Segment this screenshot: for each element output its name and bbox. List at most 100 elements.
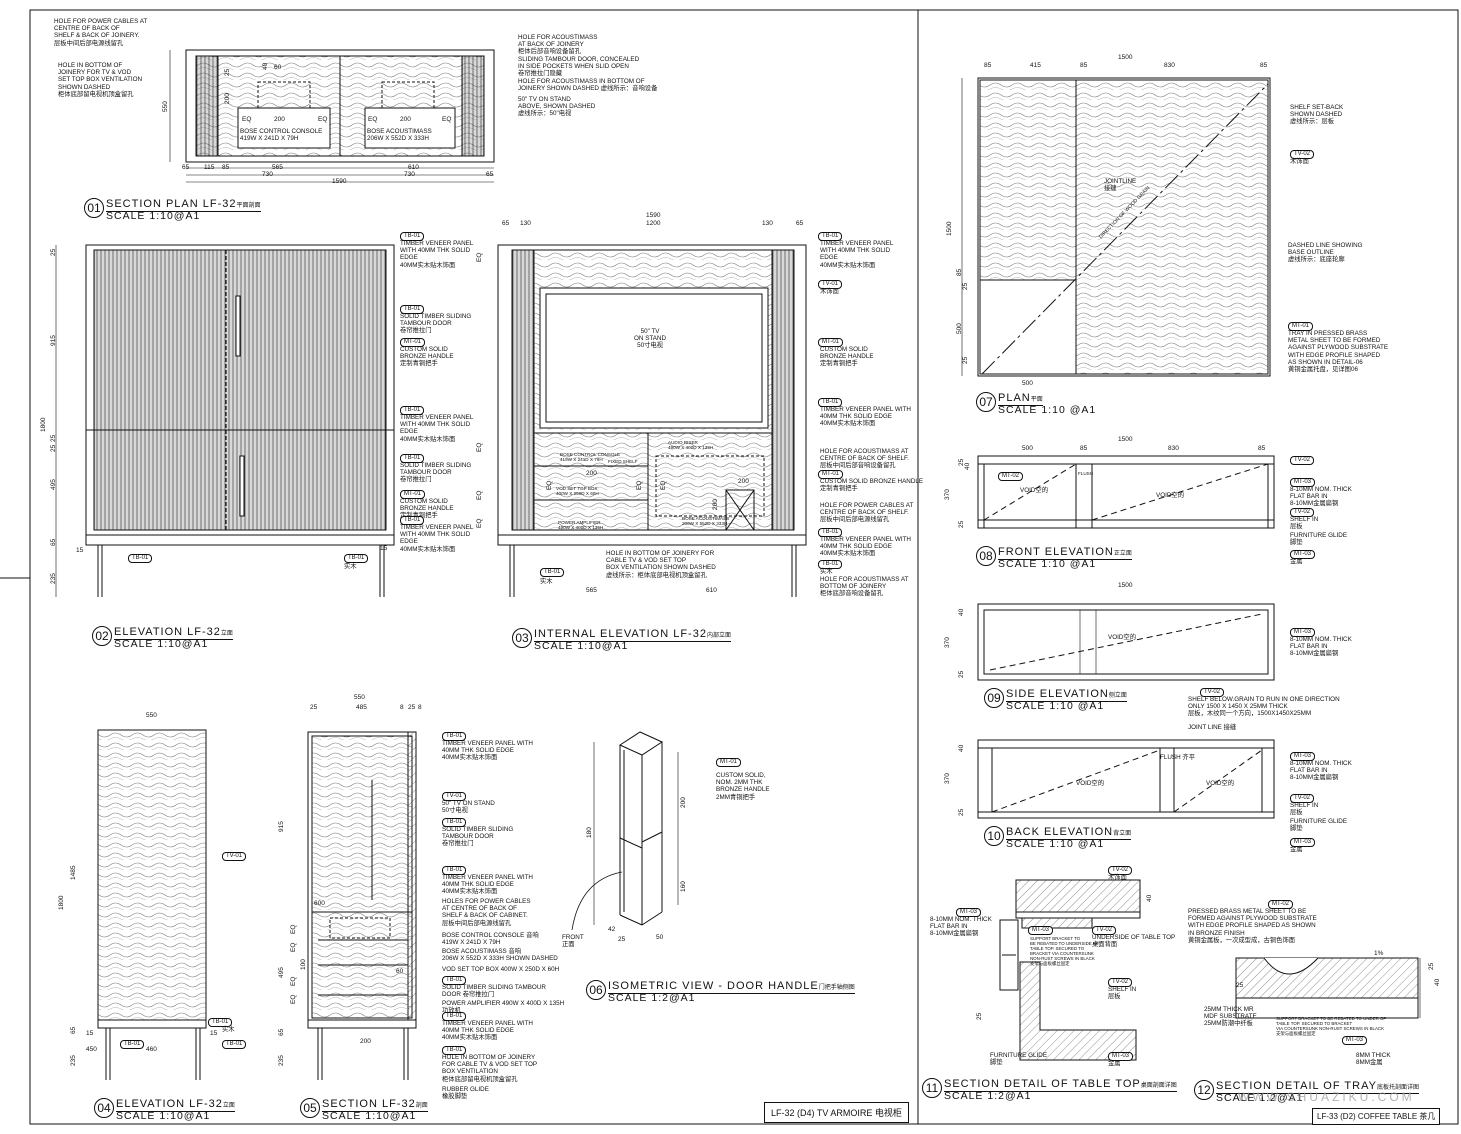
note: UNDERSIDE OF TABLE TOP 桌面背面 [1092,934,1176,949]
dimension: 415 [1030,62,1041,69]
material-tag: MT-01 [716,758,742,767]
dimension: 1500 [1118,582,1133,589]
dimension: 1485 [70,865,77,880]
note: TIMBER VENEER PANEL WITH 40MM THK SOLID … [442,874,533,896]
dimension: 15 [210,1030,218,1037]
material-tag: MT-01 [1288,322,1314,331]
material-tag: TV-02 [1290,456,1315,465]
view-number: 01 [84,198,104,218]
dimension: 65 [796,220,804,227]
note: HOLE IN BOTTOM OF JOINERY FOR TV & VOD S… [58,62,143,98]
dimension: EQ [660,480,667,490]
dimension: 235 [50,573,57,584]
tv-label: 50" TV ON STAND 50寸电视 [634,328,667,350]
dimension: 200 [400,116,411,123]
dimension: 25 [408,704,416,711]
dimension: EQ [546,480,553,490]
note: 金属 [1290,846,1303,853]
dimension: 130 [762,220,773,227]
view-name-cn: 立面 [220,631,233,637]
note: JOINT LINE 接缝 [1188,724,1237,731]
dimension: EQ [476,518,483,528]
view-number: 09 [984,688,1004,708]
dimension: 25 [618,936,626,943]
material-tag: TB-01 [442,818,467,827]
view-number: 12 [1194,1080,1214,1100]
dimension: 115 [204,164,215,171]
view-04-linework [97,729,207,1080]
dimension: 610 [408,164,419,171]
view-number: 03 [512,628,532,648]
dimension: EQ [290,976,297,986]
dimension: 25 [958,670,965,678]
equipment-label: VOD SET TOP BOX 400W x 250D x 60H [556,486,599,497]
dimension: 65 [486,171,494,178]
material-tag: TB-01 [818,232,843,241]
note: 实木 [820,568,833,575]
note: SHELF BELOW.GRAIN TO RUN IN ONE DIRECTIO… [1188,696,1340,718]
material-tag: TV-02 [1200,688,1225,697]
dimension: 85 [222,164,230,171]
material-tag: TB-01 [442,1012,467,1021]
material-tag: TB-01 [818,560,843,569]
dimension: 200 [712,499,719,510]
note: FURNITURE GLIDE 脚垫 [1290,818,1348,833]
view-name: PLAN [998,392,1031,404]
dimension: 42 [608,926,616,933]
equipment-label: POWER AMPLIFIER 490W x 400D x 135H [558,520,604,531]
note: CUSTOM SOLID BRONZE HANDLE 定制青铜把手 [820,478,924,493]
material-tag: TB-01 [818,398,843,407]
dimension: 370 [944,637,951,648]
material-tag: TB-01 [818,528,843,537]
dimension: EQ [318,116,328,123]
view-name-cn: 平面 [1030,397,1043,403]
view-name-cn: 底板托剖面详图 [1376,1085,1419,1091]
note: SOLID TIMBER SLIDING TAMBOUR DOOR 卷帘推拉门 [442,984,546,999]
material-tag: TB-01 [400,516,425,525]
dimension: EQ [290,942,297,952]
dimension: 25 [976,1012,983,1020]
material-tag: MT-03 [1342,1036,1368,1045]
view-name: BACK ELEVATION [1006,826,1114,838]
note: SHELF IN 层板 [1290,802,1319,817]
view-01-linework [169,49,495,183]
view-name-cn: 内部立面 [706,633,731,639]
dimension: 40 [958,744,965,752]
material-tag: MT-01 [818,470,844,479]
view-name: INTERNAL ELEVATION LF-32 [534,628,707,640]
note: TIMBER VENEER PANEL WITH 40MM THK SOLID … [820,536,911,558]
view-name-cn: 桌面剖面详图 [1140,1083,1177,1089]
dimension: 600 [314,900,325,907]
view-number: 05 [300,1098,320,1118]
dimension: EQ [476,490,483,500]
material-tag: MT-03 [1108,1052,1134,1061]
dimension: 40 [964,462,971,470]
material-tag: TV-02 [1290,150,1315,159]
note: SHELF SET-BACK SHOWN DASHED 虚线所示：层板 [1290,104,1344,126]
material-tag: MT-01 [818,338,844,347]
dimension: 180 [586,827,593,838]
view-scale: SCALE 1:10@A1 [116,1110,211,1122]
view-name: ELEVATION LF-32 [116,1098,223,1110]
note: 木饰面 [1290,158,1309,165]
flush-label: FLUSH 齐平 [1160,754,1195,761]
dimension: 50 [656,934,664,941]
view-name: SIDE ELEVATION [1006,688,1109,700]
material-tag: TB-01 [400,454,425,463]
view-scale: SCALE 1:10 @A1 [1006,838,1105,850]
note: SOLID TIMBER SLIDING TAMBOUR DOOR 卷帘推拉门 [442,826,514,848]
dimension: 1590 [332,178,347,185]
view-name: FRONT ELEVATION [998,546,1114,558]
view-name-cn: 平面剖面 [236,203,261,209]
view-number: 04 [94,1098,114,1118]
view-07-linework [961,77,1271,377]
equipment-label: BOSE CONTROL CONSOLE 419W x 241D x 79H [240,128,323,143]
view-number: 08 [976,546,996,566]
dimension: 40 [1146,894,1153,902]
material-tag: TB-01 [128,554,153,563]
material-tag: MT-03 [1290,752,1316,761]
note: HOLE IN BOTTOM OF JOINERY FOR CABLE TV &… [606,550,716,579]
view-scale: SCALE 1:10 @A1 [998,558,1097,570]
